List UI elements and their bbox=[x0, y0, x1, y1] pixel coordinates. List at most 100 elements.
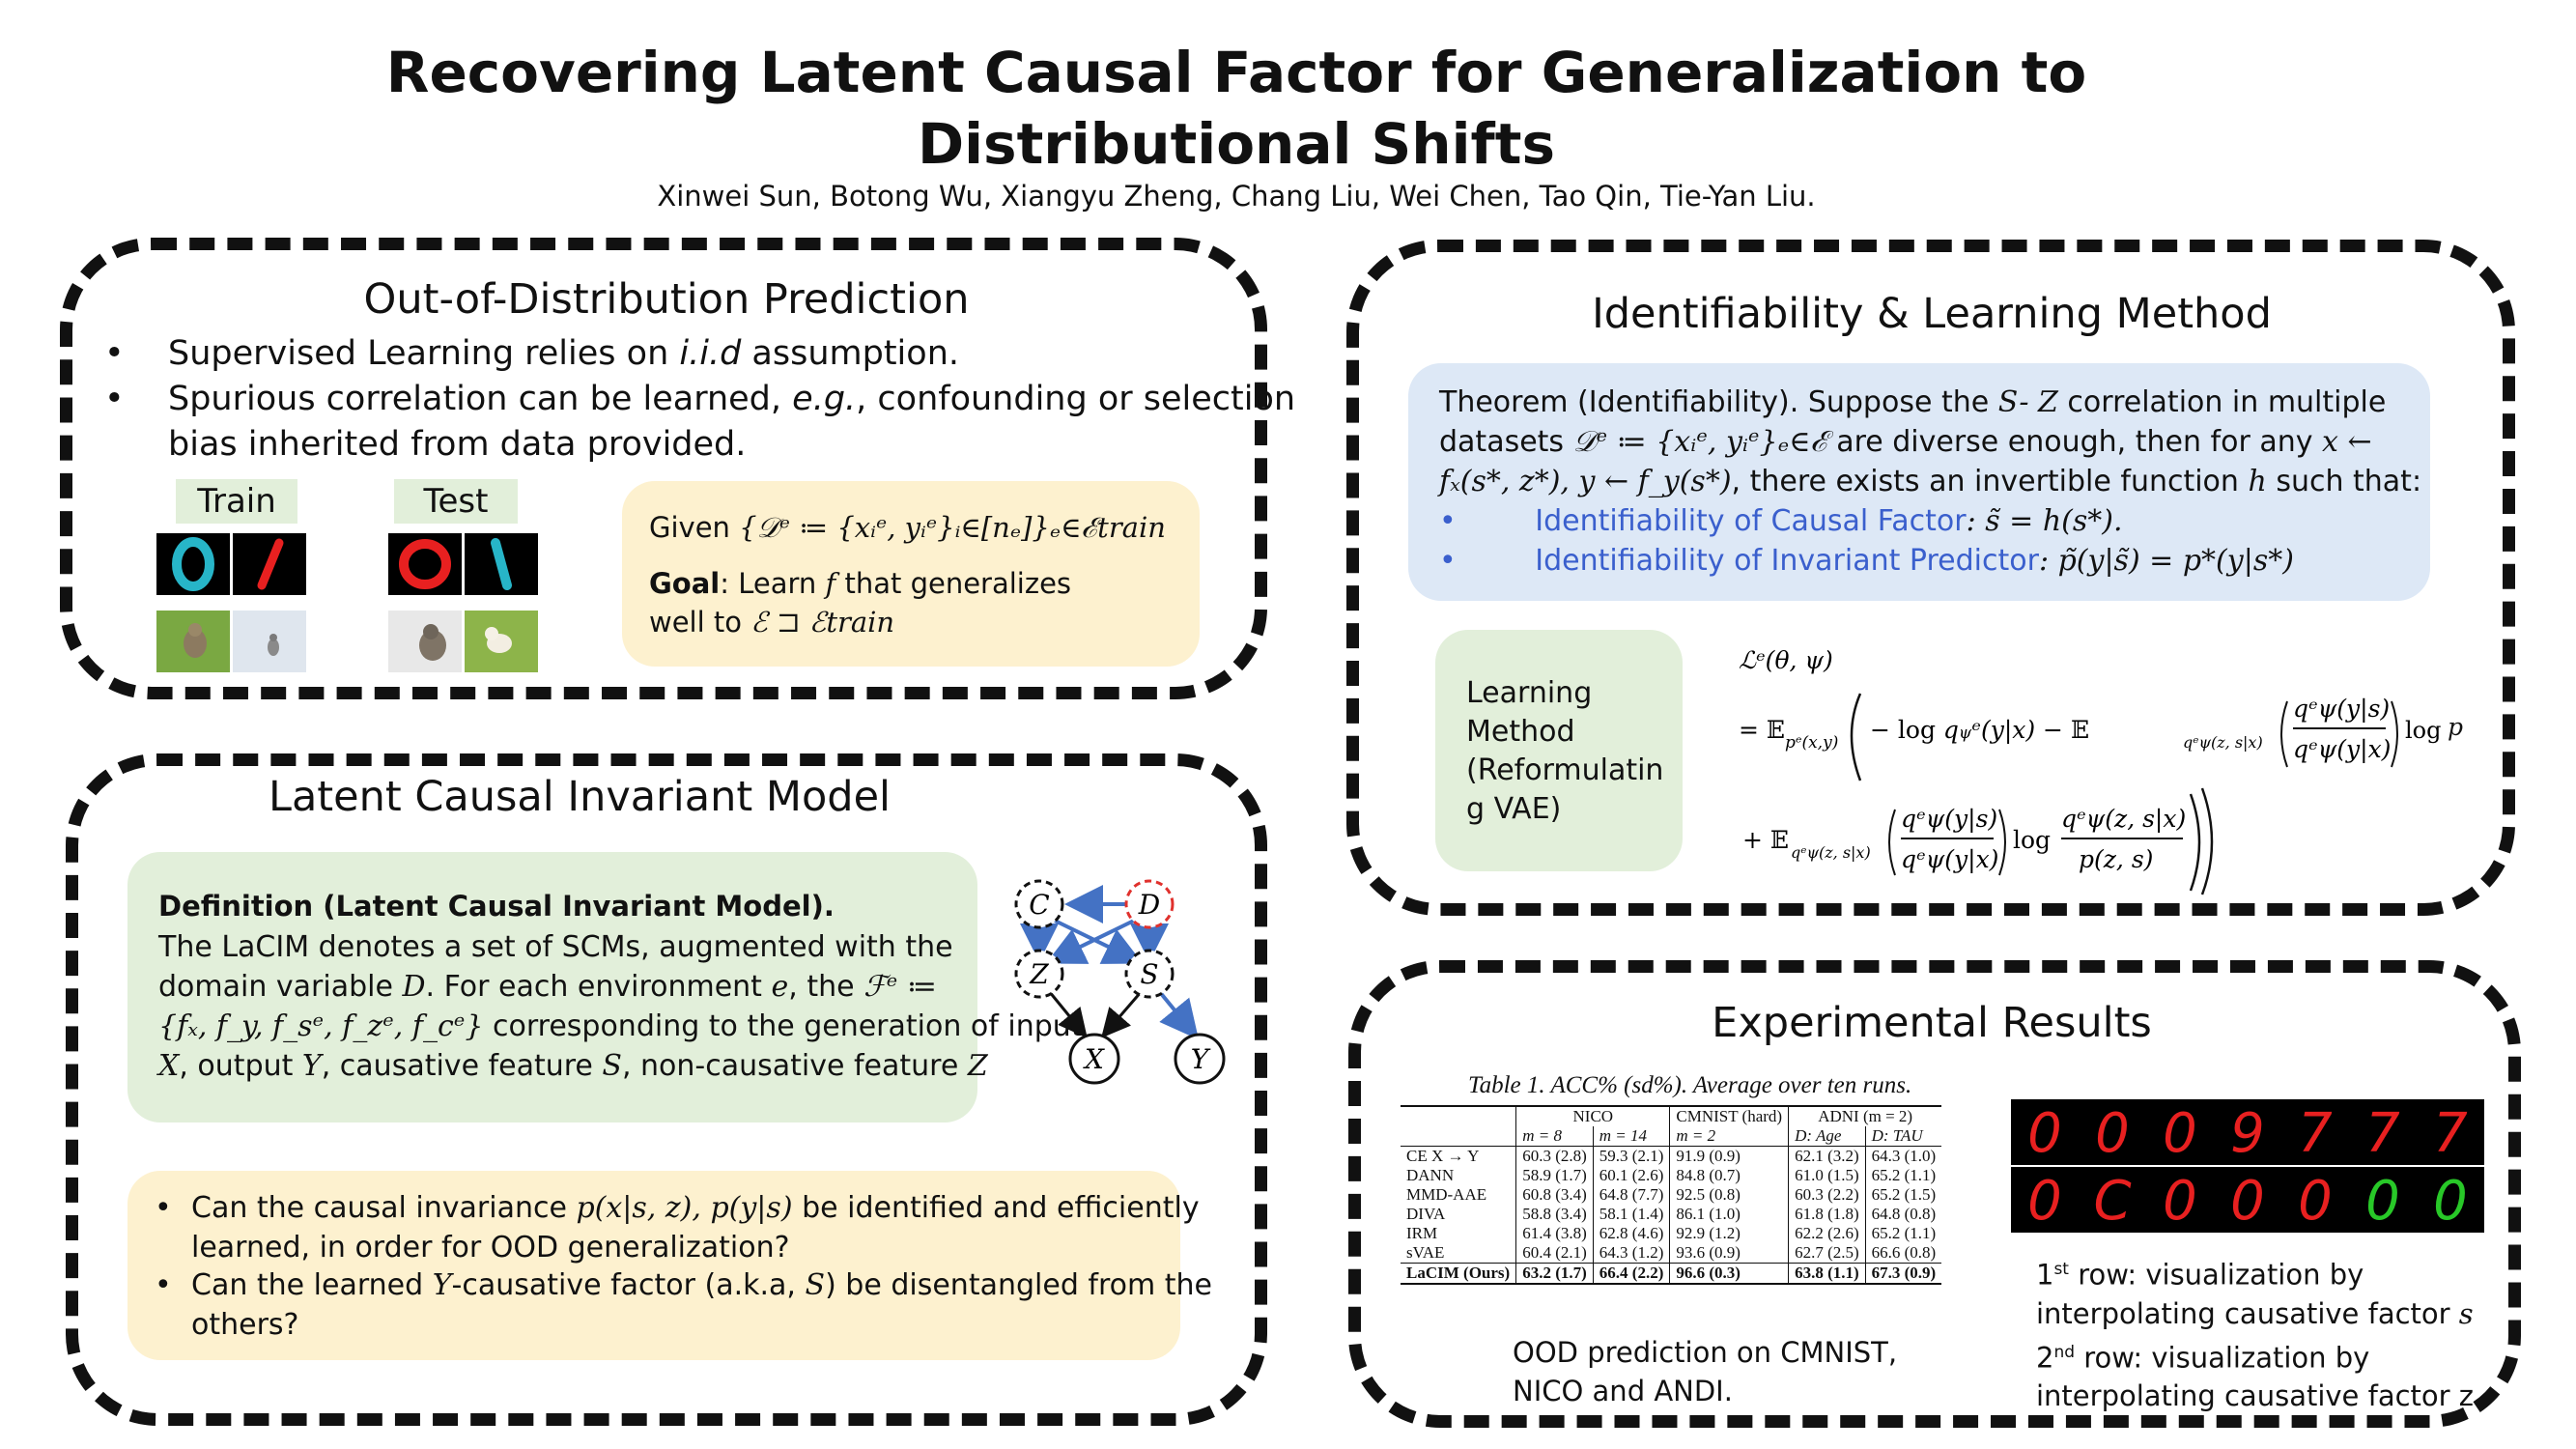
identifiability-panel bbox=[1346, 240, 2515, 916]
definition-line-2-mid: . For each environment bbox=[425, 970, 772, 1004]
learning-method-box: Learning Method (Reformulatin g VAE) bbox=[1435, 630, 1683, 871]
sub-header: D: TAU bbox=[1864, 1126, 1942, 1147]
graph-node-c: C bbox=[1014, 879, 1064, 929]
bullet-dot: • bbox=[155, 1268, 172, 1302]
table-cell: 92.5 (0.8) bbox=[1669, 1185, 1789, 1205]
question-2-tail: others? bbox=[191, 1308, 299, 1342]
svg-text:qᵉψ(z, s|x): qᵉψ(z, s|x) bbox=[2183, 733, 2263, 752]
ood-bullet-1-text-end: assumption. bbox=[741, 334, 960, 373]
definition-line-1: The LaCIM denotes a set of SCMs, augment… bbox=[158, 930, 953, 964]
table-cell: 65.2 (1.1) bbox=[1864, 1166, 1942, 1185]
ood-bullet-2-emphasis: e.g. bbox=[792, 380, 857, 418]
svg-text:qᵉψ(y|s): qᵉψ(y|s) bbox=[2293, 695, 2390, 724]
table-cell: 84.8 (0.7) bbox=[1669, 1166, 1789, 1185]
table-cell: 61.8 (1.8) bbox=[1788, 1205, 1866, 1224]
causal-graph-diagram: C D Z S X Y bbox=[1014, 879, 1226, 1085]
definition-var-z: Z bbox=[967, 1049, 988, 1083]
author-list: Xinwei Sun, Botong Wu, Xiangyu Zheng, Ch… bbox=[657, 180, 1816, 213]
strip-1-digit: 0 bbox=[2163, 1102, 2197, 1165]
graph-node-s: S bbox=[1124, 949, 1175, 999]
graph-node-z: Z bbox=[1014, 949, 1064, 999]
question-1: Can the causal invariance bbox=[191, 1191, 577, 1225]
results-table: NICO CMNIST (hard) ADNI (m = 2) m = 8 m … bbox=[1401, 1107, 1942, 1283]
graph-node-y: Y bbox=[1174, 1033, 1226, 1085]
svg-text:qᵉψ(z, s|x): qᵉψ(z, s|x) bbox=[1791, 843, 1871, 862]
strip-2-digit: 0 bbox=[2230, 1170, 2265, 1233]
results-caption-line-2: NICO and ANDI. bbox=[1513, 1375, 1733, 1407]
goal-text-mid: that generalizes bbox=[835, 567, 1072, 600]
bullet-dot: • bbox=[104, 334, 125, 373]
question-1-mid: be identified and efficiently bbox=[792, 1191, 1200, 1225]
table-cell: 65.2 (1.5) bbox=[1864, 1185, 1942, 1205]
goal-formula: ℰ ⊐ ℰtrain bbox=[750, 606, 895, 639]
strip-1-digit: 7 bbox=[2433, 1102, 2468, 1165]
table-cell: 66.6 (0.8) bbox=[1864, 1243, 1942, 1264]
table-cell: 96.6 (0.3) bbox=[1669, 1263, 1789, 1283]
strip-2-digit: C bbox=[2093, 1170, 2131, 1233]
theorem-dataset-formula: 𝒟ᵉ ≔ {xᵢᵉ, yᵢᵉ}ₑ∈ℰ bbox=[1572, 425, 1827, 459]
table-cell: 64.8 (7.7) bbox=[1592, 1185, 1670, 1205]
table-cell: 60.8 (3.4) bbox=[1515, 1185, 1594, 1205]
question-1-end: learned, in order for OOD generalization… bbox=[191, 1231, 790, 1264]
table-cell: 60.1 (2.6) bbox=[1592, 1166, 1670, 1185]
group-header-cmnist: CMNIST (hard) bbox=[1669, 1107, 1789, 1126]
test-digit-image-cyan-1 bbox=[465, 533, 538, 595]
method-name: CE X → Y bbox=[1406, 1147, 1480, 1165]
table-cell: 61.0 (1.5) bbox=[1788, 1166, 1866, 1185]
test-photo-dog-on-grass bbox=[465, 611, 538, 672]
table-cell: 61.4 (3.8) bbox=[1515, 1224, 1594, 1243]
ood-bullet-2-text-mid: , confounding or selection bbox=[856, 380, 1296, 418]
svg-text:Z: Z bbox=[1029, 958, 1049, 990]
table-cell: 62.8 (4.6) bbox=[1592, 1224, 1670, 1243]
given-formula: {𝒟ᵉ ≔ {xᵢᵉ, yᵢᵉ}ᵢ∈[nₑ]}ₑ∈ℰtrain bbox=[739, 511, 1166, 544]
results-table-caption: Table 1. ACC% (sd%). Average over ten ru… bbox=[1468, 1072, 1912, 1098]
graph-node-x: X bbox=[1068, 1033, 1120, 1085]
svg-text:qᵉψ(y|x): qᵉψ(y|x) bbox=[1901, 845, 1998, 874]
svg-text:log: log bbox=[2013, 826, 2051, 854]
title-line-2: Distributional Shifts bbox=[918, 111, 1555, 177]
theorem-text: Theorem (Identifiability). Suppose the bbox=[1439, 385, 1998, 419]
table-sub-header-row: m = 8 m = 14 m = 2 D: Age D: TAU bbox=[1401, 1126, 1942, 1147]
ood-bullet-2-text: Spurious correlation can be learned, bbox=[168, 380, 793, 418]
loss-log-p-theta: p bbox=[2448, 713, 2464, 741]
table-cell: 66.4 (2.2) bbox=[1592, 1263, 1670, 1283]
svg-text:= 𝔼: = 𝔼 bbox=[1739, 716, 1785, 744]
poster-title: Recovering Latent Causal Factor for Gene… bbox=[0, 37, 2473, 180]
elbo-loss-equation: ℒᵉ(θ, ψ) = 𝔼 pᵉ(x,y) − log qψᵉ(y|x) − 𝔼 … bbox=[1739, 646, 2442, 895]
ood-goal-box: Given {𝒟ᵉ ≔ {xᵢᵉ, yᵢᵉ}ᵢ∈[nₑ]}ₑ∈ℰtrain Go… bbox=[622, 481, 1200, 667]
lacim-questions-box: • Can the causal invariance p(x|s, z), p… bbox=[127, 1171, 1212, 1360]
table-cell: 58.8 (3.4) bbox=[1515, 1205, 1594, 1224]
question-1-formula: p(x|s, z), p(y|s) bbox=[576, 1191, 793, 1225]
train-photo-cat-on-grass bbox=[156, 611, 230, 672]
group-header-adni: ADNI (m = 2) bbox=[1788, 1107, 1942, 1126]
table-cell: 64.8 (0.8) bbox=[1864, 1205, 1942, 1224]
table-cell: 60.3 (2.2) bbox=[1788, 1185, 1866, 1205]
strip-1-digit: 7 bbox=[2365, 1102, 2400, 1165]
results-table-wrapper: NICO CMNIST (hard) ADNI (m = 2) m = 8 m … bbox=[1401, 1105, 1942, 1285]
svg-text:Y: Y bbox=[1191, 1043, 1211, 1075]
visualization-caption-line-2: interpolating causative factor s bbox=[2036, 1296, 2474, 1330]
goal-text: : Learn bbox=[720, 567, 826, 600]
train-photo-cat-on-snow bbox=[233, 611, 306, 672]
theorem-text-2: correlation in multiple bbox=[2057, 385, 2387, 419]
causal-factor-formula: : s̃ = h(s*). bbox=[1966, 504, 2123, 538]
lacim-panel bbox=[66, 753, 1267, 1426]
learning-method-line-4: g VAE) bbox=[1466, 792, 1562, 826]
table-cell: 59.3 (2.1) bbox=[1592, 1146, 1670, 1166]
table-cell: 93.6 (0.9) bbox=[1669, 1243, 1789, 1264]
table-cell: 67.3 (0.9) bbox=[1864, 1263, 1942, 1283]
theorem-text-3: datasets bbox=[1439, 425, 1573, 459]
table-row: LaCIM (Ours)63.2 (1.7)66.4 (2.2)96.6 (0.… bbox=[1401, 1263, 1942, 1283]
definition-line-4-end: , non-causative feature bbox=[621, 1049, 968, 1083]
test-label: Test bbox=[394, 479, 518, 524]
experiments-panel-title: Experimental Results bbox=[1712, 999, 2152, 1047]
svg-text:log: log bbox=[2405, 717, 2442, 744]
ood-panel-title: Out-of-Distribution Prediction bbox=[363, 275, 970, 324]
theorem-text-5: , there exists an invertible function bbox=[1731, 465, 2249, 498]
strip-2-digit: 0 bbox=[2365, 1170, 2400, 1233]
svg-text:qᵉψ(y|x): qᵉψ(y|x) bbox=[2293, 735, 2391, 764]
